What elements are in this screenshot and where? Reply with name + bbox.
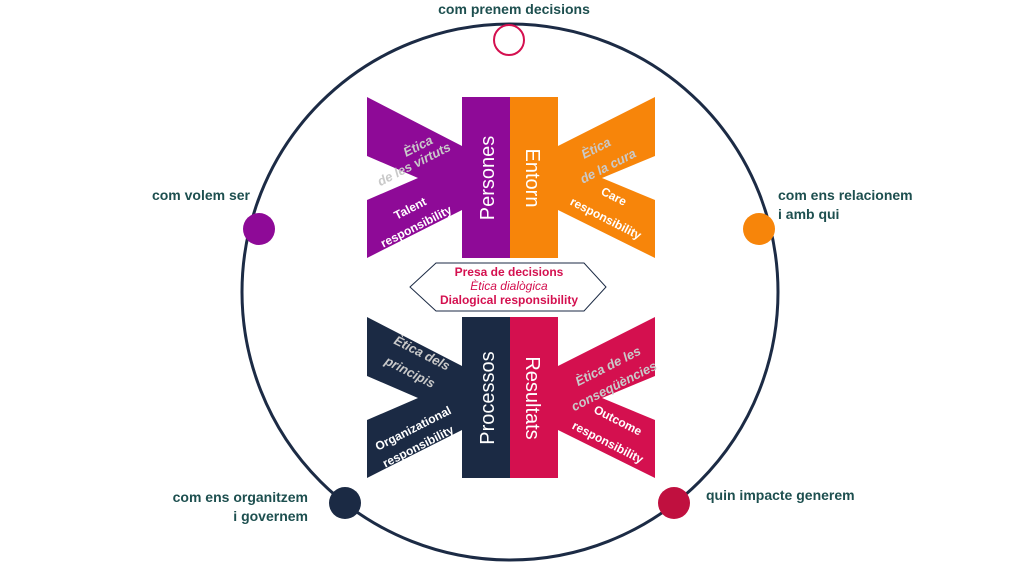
resultats-title: Resultats xyxy=(521,356,543,439)
processos-quadrant: Processos Ètica dels principis Organizat… xyxy=(367,317,510,478)
resultats-quadrant: Resultats Ètica de les conseqüències Out… xyxy=(510,317,659,478)
label-top: com prenem decisions xyxy=(438,1,590,17)
entorn-title: Entorn xyxy=(521,149,543,208)
label-bottom-right: quin impacte generem xyxy=(706,487,855,503)
entorn-arrow-shape xyxy=(510,97,655,258)
entorn-quadrant: Entorn Ètica de la cura Care responsibil… xyxy=(510,97,655,258)
center-responsibility: Dialogical responsibility xyxy=(440,293,578,307)
center-title: Presa de decisions xyxy=(455,265,564,279)
label-left: com volem ser xyxy=(151,187,250,203)
right-dot xyxy=(743,213,775,245)
bottom-right-dot xyxy=(658,487,690,519)
label-right-line2: i amb qui xyxy=(778,206,840,222)
center-decision-badge: Presa de decisions Ètica dialògica Dialo… xyxy=(409,262,607,312)
outer-ring xyxy=(240,22,780,562)
center-subtitle: Ètica dialògica xyxy=(470,278,548,293)
top-dot xyxy=(493,24,525,56)
label-bottom-left: com ens organitzem i governem xyxy=(148,488,308,526)
label-right: com ens relacionem i amb qui xyxy=(778,186,948,224)
persones-title: Persones xyxy=(477,136,499,221)
bottom-left-dot xyxy=(329,487,361,519)
persones-arrow-shape xyxy=(367,97,510,258)
processos-arrow-shape xyxy=(367,317,510,478)
label-bottom-left-line1: com ens organitzem xyxy=(172,489,308,505)
left-dot xyxy=(243,213,275,245)
center-hexagon xyxy=(409,262,607,312)
persones-quadrant: Persones Ètica de les virtuts Talent res… xyxy=(367,97,510,258)
processos-title: Processos xyxy=(477,351,499,444)
resultats-arrow-shape xyxy=(510,317,655,478)
label-right-line1: com ens relacionem xyxy=(778,187,913,203)
label-bottom-left-line2: i governem xyxy=(233,508,308,524)
